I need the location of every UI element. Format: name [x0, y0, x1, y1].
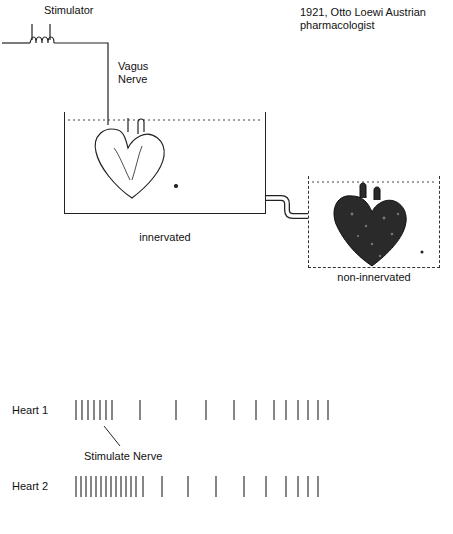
beaker: innervated [64, 112, 266, 214]
heart-label: innervated [65, 231, 265, 244]
innervated-heart [95, 118, 177, 198]
trace-label: Heart 1 [12, 404, 72, 417]
nerve-label: Vagus Nerve [118, 60, 162, 86]
non-innervated-heart [334, 183, 424, 266]
heart-label: non-innervated [309, 271, 439, 284]
leader-line [104, 426, 120, 446]
connecting-tube [266, 198, 308, 216]
event-label: Stimulate Nerve [84, 450, 194, 463]
device-label: Stimulator [44, 4, 124, 17]
trace-label: Heart 2 [12, 480, 72, 493]
attribution-note: 1921, Otto Loewi Austrian pharmacologist [300, 6, 440, 32]
beaker: non-innervated [308, 176, 440, 268]
beat-trace [76, 400, 328, 497]
stimulator-leads [2, 24, 108, 125]
